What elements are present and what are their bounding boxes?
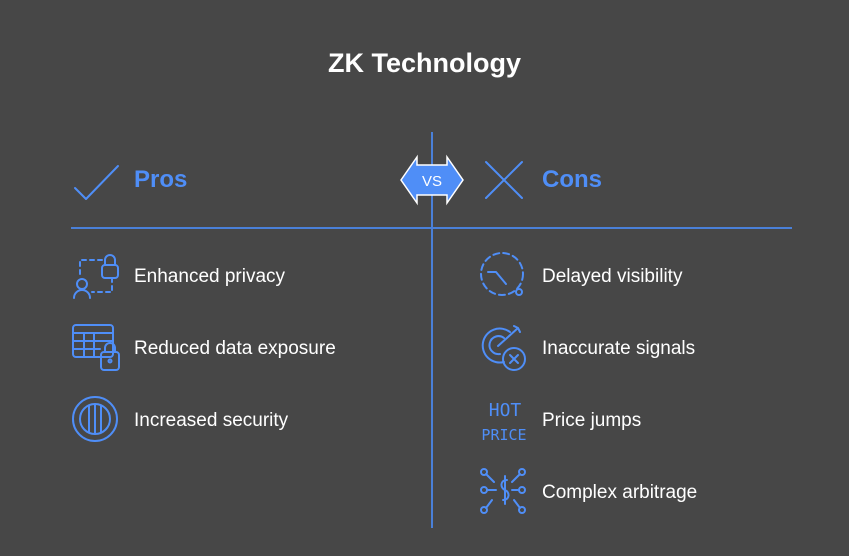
- vs-badge: VS: [400, 154, 464, 206]
- cons-item: Price jumps: [542, 410, 642, 431]
- pros-item: Enhanced privacy: [134, 266, 286, 287]
- dollar-network-icon: [480, 468, 526, 514]
- cons-item: Inaccurate signals: [542, 338, 696, 359]
- cons-heading: Cons: [542, 166, 602, 193]
- divider-horizontal: [71, 227, 792, 229]
- delayed-gauge-icon: [480, 252, 524, 296]
- privacy-lock-user-icon: [73, 254, 119, 299]
- pros-item: Increased security: [134, 410, 289, 431]
- hot-text: HOT: [489, 400, 522, 421]
- price-text: PRICE: [481, 426, 526, 444]
- vs-label: VS: [422, 173, 442, 190]
- hot-price-icon: HOT PRICE: [481, 400, 526, 444]
- cons-item: Delayed visibility: [542, 266, 683, 287]
- divider-vertical: [431, 132, 433, 528]
- x-mark-icon: [485, 161, 523, 199]
- pros-heading: Pros: [134, 166, 188, 193]
- checkmark-icon: [74, 165, 119, 200]
- vault-icon: [72, 396, 118, 442]
- table-lock-icon: [72, 324, 120, 371]
- pros-item: Reduced data exposure: [134, 338, 336, 359]
- cons-item: Complex arbitrage: [542, 482, 698, 503]
- target-miss-icon: [481, 325, 526, 371]
- page-title: ZK Technology: [328, 48, 521, 78]
